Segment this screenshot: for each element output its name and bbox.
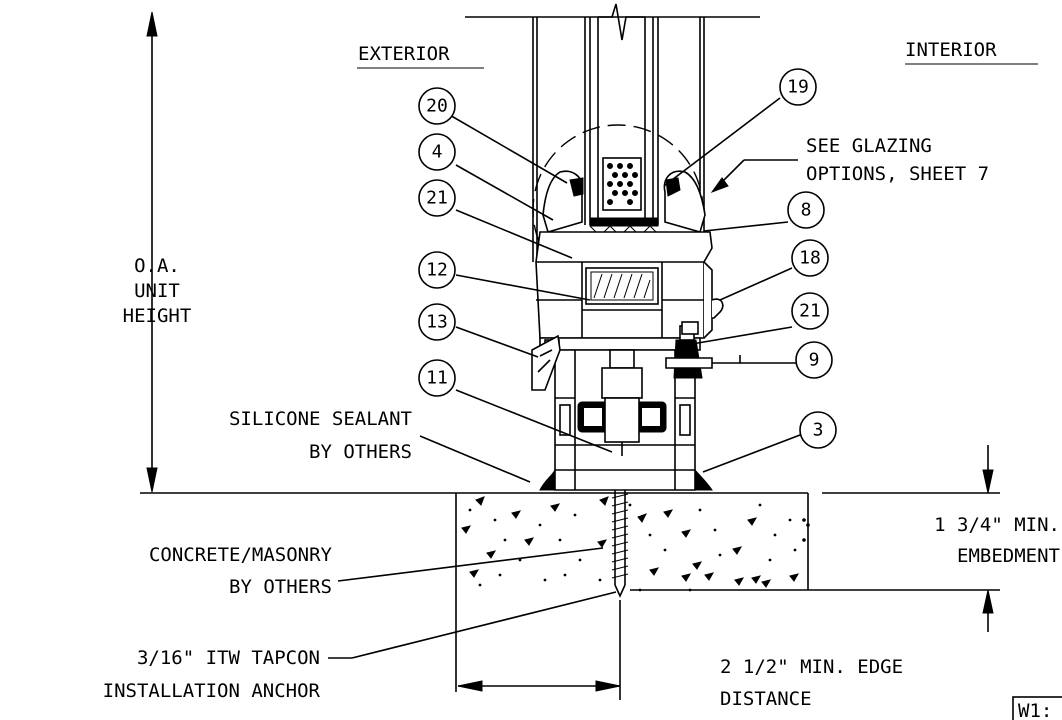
- svg-text:4: 4: [432, 142, 443, 163]
- svg-text:11: 11: [426, 368, 448, 389]
- svg-text:18: 18: [799, 248, 821, 269]
- sash-frame-profile: [531, 170, 741, 491]
- svg-text:19: 19: [787, 77, 809, 98]
- height-label-line3: HEIGHT: [123, 305, 192, 327]
- svg-text:8: 8: [801, 200, 812, 221]
- callout-bubble: 13: [418, 303, 456, 341]
- dimension-embedment: [630, 445, 1000, 632]
- sheet-tag-box: [1012, 696, 1062, 720]
- height-label-line2: UNIT: [134, 280, 180, 302]
- edge-distance-note-line2: DISTANCE: [720, 688, 812, 710]
- glazing-note-line2: OPTIONS, SHEET 7: [806, 163, 989, 185]
- svg-text:12: 12: [426, 260, 448, 281]
- exterior-label: EXTERIOR: [358, 43, 450, 65]
- callout-bubble: 19: [779, 68, 817, 106]
- svg-text:21: 21: [426, 188, 448, 209]
- callout-bubble: 11: [418, 359, 456, 397]
- callout-bubble: 8: [787, 191, 825, 229]
- callout-bubble: 20: [418, 87, 456, 125]
- callout-bubble: 12: [418, 251, 456, 289]
- svg-text:9: 9: [809, 350, 820, 371]
- sealant-note-line2: BY OTHERS: [309, 441, 412, 463]
- concrete-substrate: [140, 492, 1000, 692]
- svg-text:21: 21: [799, 301, 821, 322]
- embedment-note-line1: 1 3/4" MIN.: [934, 514, 1060, 536]
- sealant-note-line1: SILICONE SEALANT: [229, 408, 412, 430]
- leader-lines: [328, 97, 801, 659]
- dimension-edge-distance: [457, 600, 621, 700]
- dimension-oa-height: [146, 11, 158, 493]
- glass-unit: [465, 3, 760, 262]
- interior-label: INTERIOR: [905, 39, 997, 61]
- concrete-note-line2: BY OTHERS: [229, 576, 332, 598]
- svg-text:13: 13: [426, 312, 448, 333]
- sheet-tag: W1:: [1018, 700, 1052, 720]
- concrete-note-line1: CONCRETE/MASONRY: [149, 544, 333, 566]
- callout-bubble: 21: [791, 292, 829, 330]
- svg-text:3: 3: [813, 420, 824, 441]
- anchor-note-line2: INSTALLATION ANCHOR: [103, 680, 321, 702]
- callout-bubble: 9: [795, 341, 833, 379]
- callout-bubble: 4: [418, 133, 456, 171]
- glazing-note-line1: SEE GLAZING: [806, 135, 932, 157]
- callout-bubble: 21: [418, 179, 456, 217]
- svg-text:20: 20: [426, 96, 448, 117]
- anchor-note-line1: 3/16" ITW TAPCON: [137, 647, 320, 669]
- callout-bubble: 18: [791, 239, 829, 277]
- height-label-line1: O.A.: [134, 255, 180, 277]
- edge-distance-note-line1: 2 1/2" MIN. EDGE: [720, 656, 903, 678]
- embedment-note-line2: EMBEDMENT: [957, 545, 1060, 567]
- callout-bubble: 3: [799, 411, 837, 449]
